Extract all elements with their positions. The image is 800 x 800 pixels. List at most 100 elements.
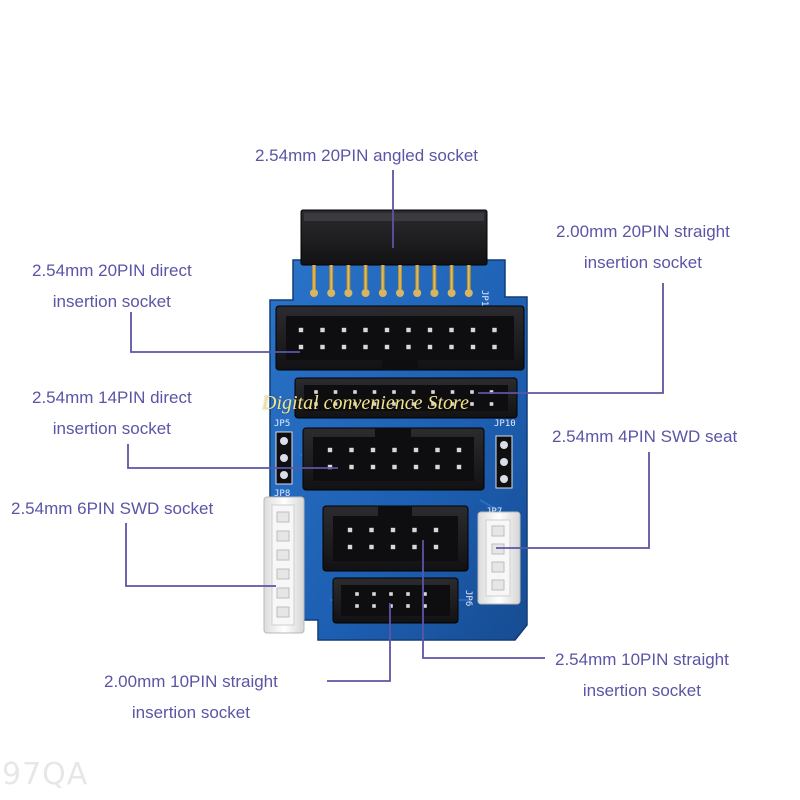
solder-pad: [327, 289, 336, 297]
label-straight-254-10pin-line1: 2.54mm 10PIN straight: [555, 650, 729, 669]
label-straight-254-10pin-line2: insertion socket: [582, 681, 701, 700]
header-pin: [433, 544, 439, 550]
jst-4pin-socket: [477, 511, 521, 605]
label-swd-6pin: 2.54mm 6PIN SWD socket: [11, 493, 213, 524]
header-pin: [390, 544, 396, 550]
header-pin: [433, 527, 439, 533]
header-pin: [370, 464, 376, 470]
header-pin: [470, 402, 474, 406]
leader-straight-200-20pin: [478, 283, 664, 394]
gold-pin: [466, 265, 471, 289]
header-pin: [470, 390, 474, 394]
store-watermark: Digital convenience Store: [262, 392, 469, 414]
silk-jp7: JP7: [486, 507, 502, 517]
gold-pin: [380, 265, 385, 289]
solder-pad: [447, 289, 456, 297]
jst-6pin-socket: [263, 496, 305, 634]
header-pin: [492, 344, 497, 350]
gold-pin: [329, 265, 334, 289]
label-swd-6pin-text: 2.54mm 6PIN SWD socket: [11, 499, 214, 518]
header-pin: [384, 327, 390, 333]
header-pin: [392, 402, 396, 406]
header-pin: [298, 327, 304, 333]
header-pin: [333, 390, 338, 394]
label-straight-200-20pin-line2: insertion socket: [583, 253, 702, 272]
header-pin: [449, 327, 454, 333]
jst-contact: [276, 587, 290, 599]
silk-jp10: JP10: [494, 419, 516, 429]
leader-direct-254-20pin: [130, 312, 300, 353]
gold-pin: [449, 265, 454, 289]
header-pin: [413, 464, 419, 470]
leader-lines: [125, 170, 664, 682]
header-pin: [363, 344, 368, 350]
header-pin: [411, 390, 416, 394]
header-pin: [341, 327, 347, 333]
header-pin: [384, 344, 390, 350]
header-pin: [349, 464, 354, 470]
header-pin: [427, 344, 433, 350]
solder-pad: [464, 289, 473, 297]
header-pin: [492, 327, 497, 333]
header-pin: [347, 544, 353, 550]
header-pin: [435, 464, 440, 470]
header-pin: [314, 402, 318, 406]
header-pin: [327, 464, 333, 470]
header-pin: [435, 447, 440, 453]
box-header-20pin-200: [294, 377, 518, 419]
header-pin: [449, 344, 454, 350]
jst-contact: [276, 530, 290, 542]
header-pin: [450, 390, 455, 394]
jumper-pads-right: [495, 435, 513, 489]
gold-pin: [398, 265, 402, 289]
gold-pin: [415, 265, 420, 289]
header-pin: [333, 402, 338, 406]
header-pin: [413, 447, 419, 453]
header-pin: [349, 447, 354, 453]
solder-pad: [396, 289, 404, 297]
header-pin: [369, 544, 374, 550]
header-pin: [372, 592, 376, 596]
box-header-14pin: [302, 427, 485, 491]
jst-contact: [276, 511, 290, 523]
header-pin: [392, 390, 396, 394]
header-pin: [392, 447, 397, 453]
header-pin: [406, 604, 410, 608]
header-pin: [423, 604, 427, 608]
label-swd-4pin: 2.54mm 4PIN SWD seat: [552, 421, 737, 452]
angled-20pin-socket: [300, 209, 488, 297]
label-straight-200-10pin-line2: insertion socket: [131, 703, 250, 722]
header-pin: [355, 604, 359, 608]
gold-pin: [432, 265, 437, 289]
header-pin: [390, 527, 396, 533]
header-pin: [347, 527, 353, 533]
solder-pad: [378, 289, 387, 297]
header-pin: [456, 447, 462, 453]
header-pin: [353, 390, 357, 394]
label-direct-254-14pin-line2: insertion socket: [52, 419, 171, 438]
solder-pad: [430, 289, 439, 297]
header-pin: [314, 390, 318, 394]
gold-pin: [346, 265, 351, 289]
header-pin: [431, 390, 435, 394]
header-pin: [320, 344, 325, 350]
header-pin: [341, 344, 347, 350]
jst-contact: [276, 549, 290, 561]
label-angled-20pin-text: 2.54mm 20PIN angled socket: [255, 146, 479, 165]
header-pin: [406, 592, 410, 596]
header-pin: [470, 327, 476, 333]
label-straight-254-10pin: 2.54mm 10PIN straight insertion socket: [555, 644, 729, 706]
jst-contact: [491, 579, 505, 591]
header-pin: [372, 390, 377, 394]
header-pin: [489, 402, 494, 406]
header-pin: [411, 402, 416, 406]
jst-contact: [276, 568, 290, 580]
header-pin: [389, 604, 393, 608]
jst-contact: [491, 561, 505, 573]
label-angled-20pin: 2.54mm 20PIN angled socket: [255, 140, 478, 171]
solder-pad: [413, 289, 422, 297]
header-pin: [406, 344, 411, 350]
box-header-10pin-254: [322, 505, 469, 572]
header-pin: [369, 527, 374, 533]
